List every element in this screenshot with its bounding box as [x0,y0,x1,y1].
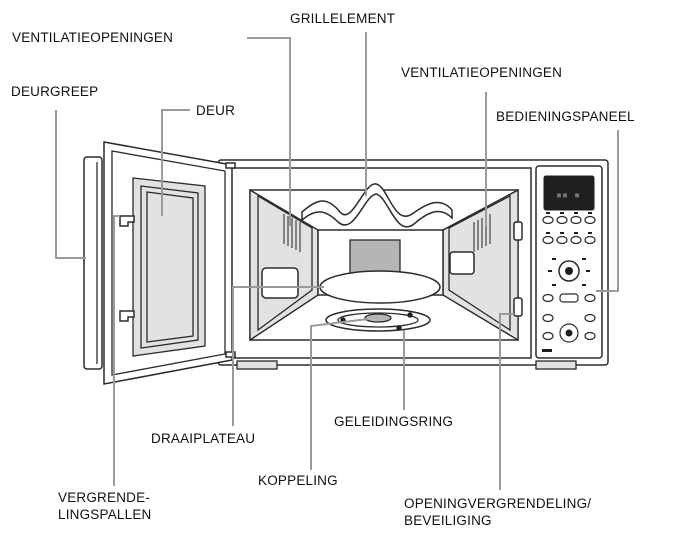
leader-koppeling [310,318,369,470]
roller-wheel-2 [396,325,402,331]
button-r1c2[interactable] [556,215,568,225]
leader-bedieningspaneel [596,130,619,292]
left-wall-cover [261,267,299,299]
leader-vergrendelingspallen [113,215,120,486]
grill-element [301,183,453,228]
button-r5c3[interactable] [584,331,596,341]
button-r1c4[interactable] [584,215,596,225]
button-r5c1[interactable] [542,331,554,341]
label-deurgreep: DEURGREEP [11,84,99,99]
latch-hook-top [119,215,135,227]
panel-badge [542,349,552,352]
leader-ventilatie-left [247,37,291,226]
start-dial-center [565,329,573,337]
control-panel: ▪▪ ▪ [535,165,603,359]
back-wall-vent [349,239,401,276]
label-draaiplateau: DRAAIPLATEAU [151,431,256,446]
latch-hole-top [513,221,523,241]
leader-openingvergrendeling [499,313,514,490]
coupling [364,313,392,323]
label-geleidingsring: GELEIDINGSRING [334,414,454,429]
door-hinge-top [225,162,236,169]
door-hinge-bottom [225,351,236,358]
label-bedieningspaneel: BEDIENINGSPANEEL [496,109,635,124]
button-r4c3[interactable] [584,313,596,323]
button-r4c1[interactable] [542,313,554,323]
display-glyphs: ▪▪ ▪ [556,190,580,201]
button-r3c1[interactable] [542,293,554,303]
label-grillelement: GRILLELEMENT [290,11,396,26]
label-openingvergrendeling-line1: OPENINGVERGRENDELING/ [404,496,592,511]
leader-deur [161,109,190,216]
latch-hook-bottom [119,310,135,322]
button-r1c3[interactable] [570,215,582,225]
leader-draaiplateau [232,286,324,426]
button-r3c3[interactable] [584,293,596,303]
button-r3-wide[interactable] [559,293,579,303]
roller-wheel-3 [407,312,413,318]
label-ventilatieopeningen-left: VENTILATIEOPENINGEN [12,30,174,45]
leader-lines [55,32,619,490]
button-r2c2[interactable] [556,235,568,245]
door-handle[interactable] [83,156,103,370]
label-openingvergrendeling-line2: BEVEILIGING [404,513,492,528]
open-door [83,141,236,385]
label-vergrendelingspallen-line1: VERGRENDE- [58,490,151,505]
select-dial-center [565,267,573,275]
button-r2c1[interactable] [542,235,554,245]
label-deur: DEUR [196,103,236,118]
label-vergrendelingspallen: VERGRENDE- LINGSPALLEN [58,489,152,523]
button-r1c1[interactable] [542,215,554,225]
label-vergrendelingspallen-line2: LINGSPALLEN [58,507,152,522]
roller-guide-inner [337,312,419,328]
turntable-plate [319,270,441,304]
label-koppeling: KOPPELING [258,473,338,488]
right-wall-cover [449,251,475,275]
oven-cavity [249,188,519,342]
latch-hole-bottom [513,297,523,317]
label-ventilatieopeningen-right: VENTILATIEOPENINGEN [401,65,563,80]
vent-holes-left [283,214,301,252]
display-screen [543,175,595,211]
button-r2c4[interactable] [584,235,596,245]
button-r2c3[interactable] [570,235,582,245]
label-openingvergrendeling: OPENINGVERGRENDELING/ BEVEILIGING [404,495,591,529]
leader-deurgreep [55,110,86,259]
